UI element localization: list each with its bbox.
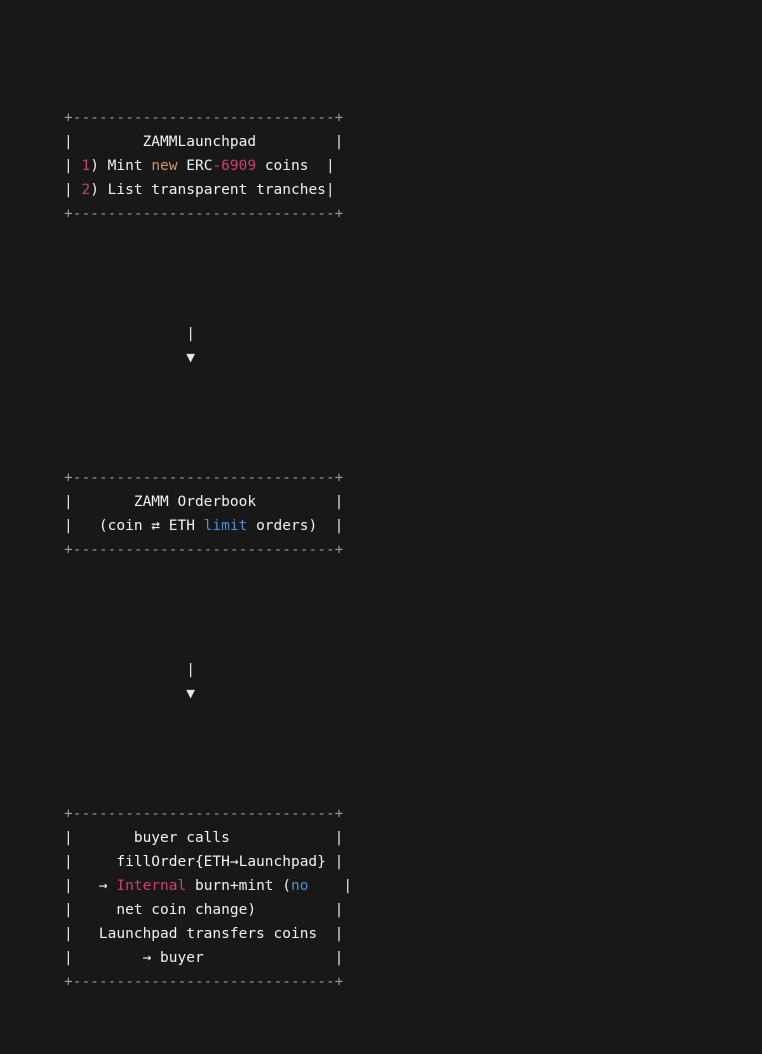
box-edge-right: | [334, 950, 344, 966]
box-row: | 2) List transparent tranches| [64, 178, 762, 202]
box-edge-left: | [64, 134, 73, 150]
box-launchpad: +------------------------------+ | ZAMMLa… [64, 106, 762, 226]
box-row: | ZAMM Orderbook | [64, 490, 762, 514]
text-run: 2 [81, 182, 91, 198]
text-run: (coin ⇄ ETH [72, 518, 204, 534]
connector-1: | ▼ [64, 322, 762, 370]
text-run: orders) [247, 518, 335, 534]
text-run: limit [203, 518, 248, 534]
box-edge-right: | [334, 902, 344, 918]
box-edge-right: | [325, 158, 335, 174]
box-row: | 1) Mint new ERC-6909 coins | [64, 154, 762, 178]
box-edge-left: | [64, 902, 73, 918]
box-top-border: +------------------------------+ [64, 470, 344, 486]
text-run: ) List transparent tranches [90, 182, 326, 198]
connector-arrow-icon: ▼ [64, 350, 195, 366]
box-edge-left: | [64, 878, 73, 894]
box-edge-right: | [334, 494, 344, 510]
box-bottom-border: +------------------------------+ [64, 206, 344, 222]
text-run: coins [256, 158, 326, 174]
box-bottom-border: +------------------------------+ [64, 542, 344, 558]
text-run: ZAMM Orderbook [72, 494, 335, 510]
text-run: ERC [177, 158, 213, 174]
box-top-border: +------------------------------+ [64, 110, 344, 126]
box-edge-left: | [64, 494, 73, 510]
text-run: Internal [116, 878, 187, 894]
box-row: | fillOrder{ETH→Launchpad} | [64, 850, 762, 874]
box-edge-left: | [64, 926, 73, 942]
text-run: 1 [81, 158, 91, 174]
box-orderbook: +------------------------------+ | ZAMM O… [64, 466, 762, 562]
box-edge-left: | [64, 158, 73, 174]
box-row: | Launchpad transfers coins | [64, 922, 762, 946]
box-bottom-border: +------------------------------+ [64, 974, 344, 990]
box-edge-right: | [343, 878, 353, 894]
flow-diagram: +------------------------------+ | ZAMMLa… [0, 10, 762, 1054]
box-edge-right: | [334, 854, 344, 870]
text-run: burn+mint ( [186, 878, 291, 894]
box-row: | → buyer | [64, 946, 762, 970]
box-row: | → Internal burn+mint (no | [64, 874, 762, 898]
box-row: | (coin ⇄ ETH limit orders) | [64, 514, 762, 538]
box-fill-order: +------------------------------+ | buyer … [64, 802, 762, 994]
connector-pipe: | [64, 662, 195, 678]
box-edge-left: | [64, 182, 73, 198]
box-edge-left: | [64, 950, 73, 966]
box-edge-right: | [325, 182, 335, 198]
text-run: → [72, 878, 117, 894]
text-run: new [151, 158, 178, 174]
box-edge-right: | [334, 134, 344, 150]
text-run: → buyer [72, 950, 335, 966]
text-run: ) Mint [90, 158, 152, 174]
box-row: | buyer calls | [64, 826, 762, 850]
connector-arrow-icon: ▼ [64, 686, 195, 702]
box-edge-right: | [334, 830, 344, 846]
box-edge-left: | [64, 830, 73, 846]
text-run: no [291, 878, 309, 894]
box-edge-right: | [334, 926, 344, 942]
text-run: net coin change) [72, 902, 335, 918]
box-edge-left: | [64, 518, 73, 534]
box-row: | net coin change) | [64, 898, 762, 922]
box-row: | ZAMMLaunchpad | [64, 130, 762, 154]
text-run [308, 878, 343, 894]
text-run: ZAMMLaunchpad [72, 134, 335, 150]
text-run: -6909 [212, 158, 257, 174]
connector-2: | ▼ [64, 658, 762, 706]
box-edge-left: | [64, 854, 73, 870]
connector-pipe: | [64, 326, 195, 342]
text-run: Launchpad transfers coins [72, 926, 335, 942]
box-top-border: +------------------------------+ [64, 806, 344, 822]
box-edge-right: | [334, 518, 344, 534]
text-run: buyer calls [72, 830, 335, 846]
text-run: fillOrder{ETH→Launchpad} [72, 854, 335, 870]
